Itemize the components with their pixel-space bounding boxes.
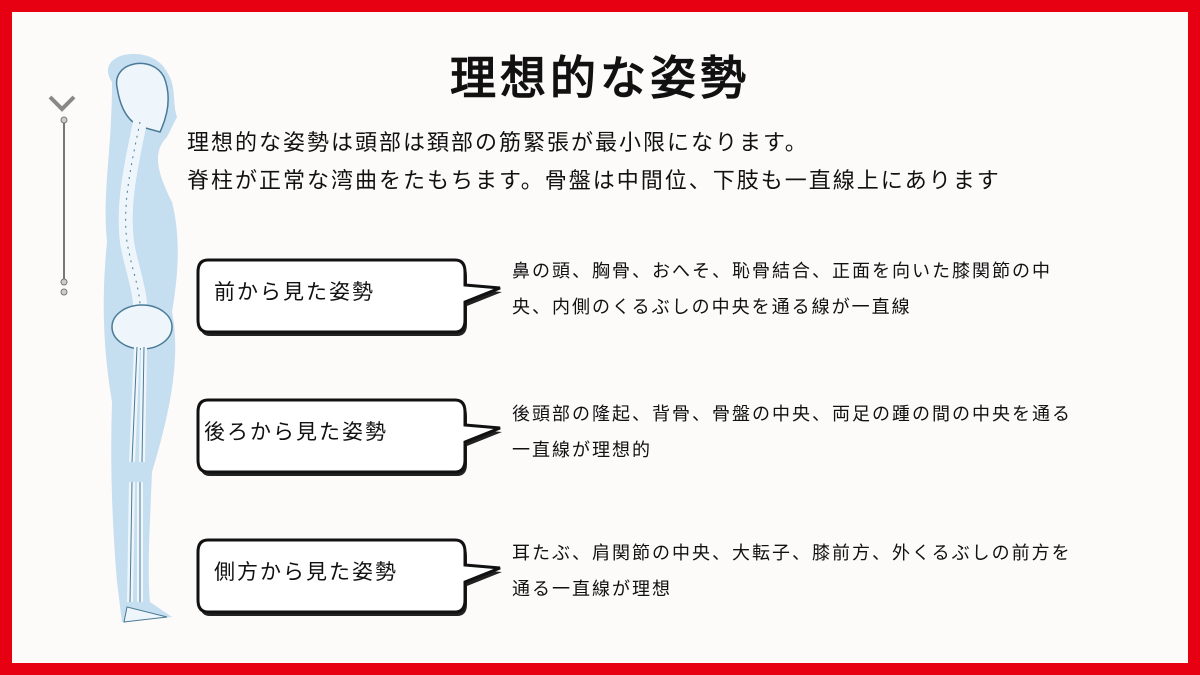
skeleton-illustration bbox=[32, 42, 202, 646]
intro-text: 理想的な姿勢は頭部は頚部の筋緊張が最小限になります。 脊柱が正常な湾曲をたもちま… bbox=[187, 125, 1001, 201]
description-line: 一直線が理想的 bbox=[512, 440, 652, 461]
alignment-line-icon bbox=[48, 95, 76, 296]
section-description: 後頭部の隆起、背骨、骨盤の中央、両足の踵の間の中央を通る 一直線が理想的 bbox=[512, 397, 1182, 469]
page-title: 理想的な姿勢 bbox=[450, 51, 750, 105]
slide: 理想的な姿勢 理想的な姿勢は頭部は頚部の筋緊張が最小限になります。 脊柱が正常な… bbox=[12, 12, 1188, 663]
speech-bubble-side: 側方から見た姿勢 bbox=[190, 530, 510, 620]
speech-bubble-back: 後ろから見た姿勢 bbox=[190, 390, 510, 480]
description-line: 耳たぶ、肩関節の中央、大転子、膝前方、外くるぶしの前方を bbox=[512, 543, 1072, 564]
section-label: 後ろから見た姿勢 bbox=[204, 420, 388, 444]
section-description: 鼻の頭、胸骨、おへそ、恥骨結合、正面を向いた膝関節の中 央、内側のくるぶしの中央… bbox=[512, 254, 1182, 326]
description-line: 央、内側のくるぶしの中央を通る線が一直線 bbox=[512, 297, 912, 318]
section-label: 前から見た姿勢 bbox=[214, 280, 375, 304]
speech-bubble-front: 前から見た姿勢 bbox=[190, 250, 510, 340]
intro-line: 脊柱が正常な湾曲をたもちます。骨盤は中間位、下肢も一直線上にあります bbox=[187, 169, 1001, 194]
section-label: 側方から見た姿勢 bbox=[214, 560, 398, 584]
description-line: 鼻の頭、胸骨、おへそ、恥骨結合、正面を向いた膝関節の中 bbox=[512, 261, 1052, 282]
description-line: 通る一直線が理想 bbox=[512, 579, 672, 600]
description-line: 後頭部の隆起、背骨、骨盤の中央、両足の踵の間の中央を通る bbox=[512, 404, 1072, 425]
intro-line: 理想的な姿勢は頭部は頚部の筋緊張が最小限になります。 bbox=[187, 131, 809, 156]
section-description: 耳たぶ、肩関節の中央、大転子、膝前方、外くるぶしの前方を 通る一直線が理想 bbox=[512, 536, 1182, 608]
